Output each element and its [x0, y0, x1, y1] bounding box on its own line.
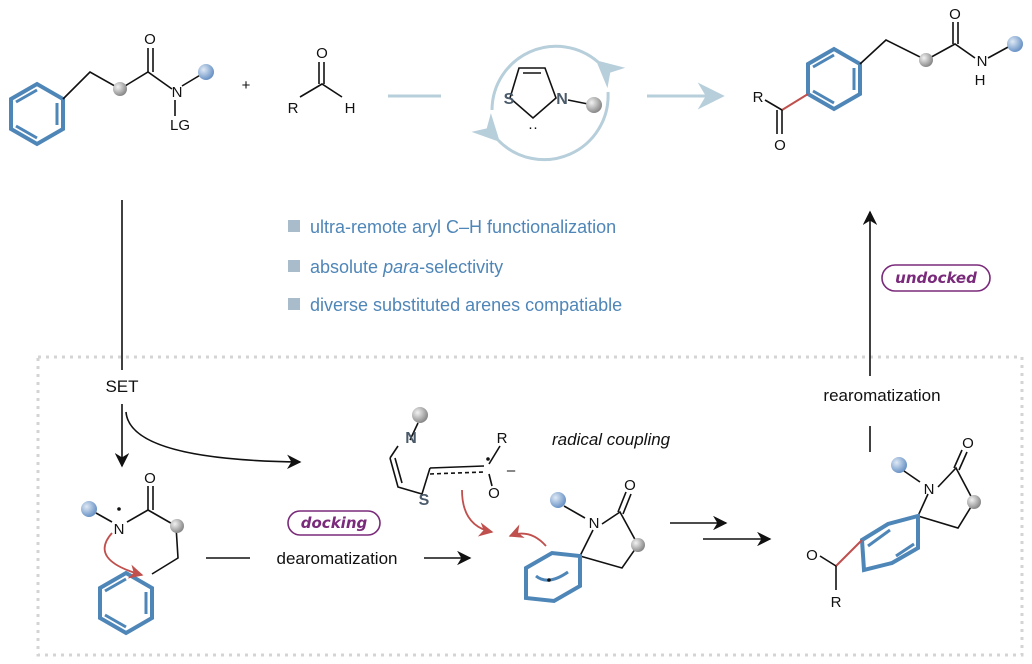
thiazole-nitrogen: N: [556, 91, 568, 108]
aldehyde-oxygen: O: [316, 45, 328, 62]
breslow-oxygen: O: [488, 485, 500, 502]
rearomatization-label: rearomatization: [823, 386, 940, 405]
blue-sphere: [81, 501, 97, 517]
grey-sphere: [586, 97, 602, 113]
undocked-tag: [881, 264, 991, 292]
product-r: R: [753, 89, 764, 106]
cyclization-arrow: [103, 532, 144, 579]
blue-sphere: [1007, 36, 1023, 52]
spiro-product-ketone-oxygen: O: [806, 547, 818, 564]
blue-sphere: [198, 64, 214, 80]
blue-sphere: [550, 492, 566, 508]
bullet-square: [288, 298, 300, 310]
radical-dot: [547, 578, 551, 582]
docking-label: docking: [301, 514, 368, 532]
spiro-nitrogen: N: [589, 515, 600, 532]
feature-list: ultra-remote aryl C–H functionalization …: [288, 217, 622, 315]
spiro-product-lactam-oxygen: O: [962, 435, 974, 452]
thiazole-sulfur: S: [504, 91, 515, 108]
bullet-square: [288, 260, 300, 272]
amidyl-nitrogen: N: [114, 521, 125, 538]
aldehyde-hydrogen: H: [345, 100, 356, 117]
leaving-group: LG: [170, 117, 190, 134]
spiro-radical: N O: [524, 477, 645, 604]
breslow-sulfur: S: [419, 492, 430, 509]
docking-tag: [287, 510, 381, 536]
aldehyde: R O H: [288, 45, 356, 117]
coupling-arrow-2: [508, 524, 547, 547]
grey-sphere: [113, 82, 127, 96]
radical-dot: [486, 457, 490, 461]
spiro-product-nitrogen: N: [924, 481, 935, 498]
feature-1: ultra-remote aryl C–H functionalization: [310, 217, 616, 237]
aldehyde-r: R: [288, 100, 299, 117]
amidyl-radical: N O: [81, 470, 184, 636]
grey-sphere: [631, 538, 645, 552]
bullet-square: [288, 220, 300, 232]
amide-nitrogen: N: [172, 84, 183, 101]
product-nitrogen: N: [977, 53, 988, 70]
grey-sphere: [412, 407, 428, 423]
undocked-label: undocked: [895, 269, 977, 287]
breslow-charge: –: [507, 462, 516, 479]
breslow-nitrogen: N: [405, 430, 417, 447]
product-hydrogen: H: [975, 72, 986, 89]
breslow-radical: N S R O –: [389, 407, 547, 547]
set-label: SET: [105, 377, 138, 396]
breslow-r: R: [497, 430, 508, 447]
set-arrow-right: [125, 411, 302, 470]
product-amide-oxygen: O: [949, 6, 961, 23]
amidyl-oxygen: O: [144, 470, 156, 487]
spiro-dearomatized-product: N O O R: [806, 435, 981, 611]
blue-sphere: [891, 457, 907, 473]
grey-sphere: [919, 53, 933, 67]
radical-coupling-label: radical coupling: [552, 430, 671, 449]
spiro-oxygen: O: [624, 477, 636, 494]
carbene-dots: ··: [528, 119, 538, 136]
nhc-catalyst-cycle: S N ··: [471, 44, 626, 162]
coupling-arrow-1: [461, 489, 494, 537]
para-acylated-product: R O O N H: [753, 6, 1023, 154]
grey-sphere: [170, 519, 184, 533]
reactant-amide: LG O N LG: [9, 31, 214, 147]
feature-3: diverse substituted arenes compatiable: [310, 295, 622, 315]
spiro-product-r: R: [831, 594, 842, 611]
radical-dot: [117, 507, 121, 511]
grey-sphere: [967, 495, 981, 509]
amide-oxygen: O: [144, 31, 156, 48]
product-ketone-oxygen: O: [774, 137, 786, 154]
feature-2: absolute para-selectivity: [310, 257, 503, 277]
dearomatization-label: dearomatization: [277, 549, 398, 568]
plus-sign: +: [242, 77, 251, 94]
